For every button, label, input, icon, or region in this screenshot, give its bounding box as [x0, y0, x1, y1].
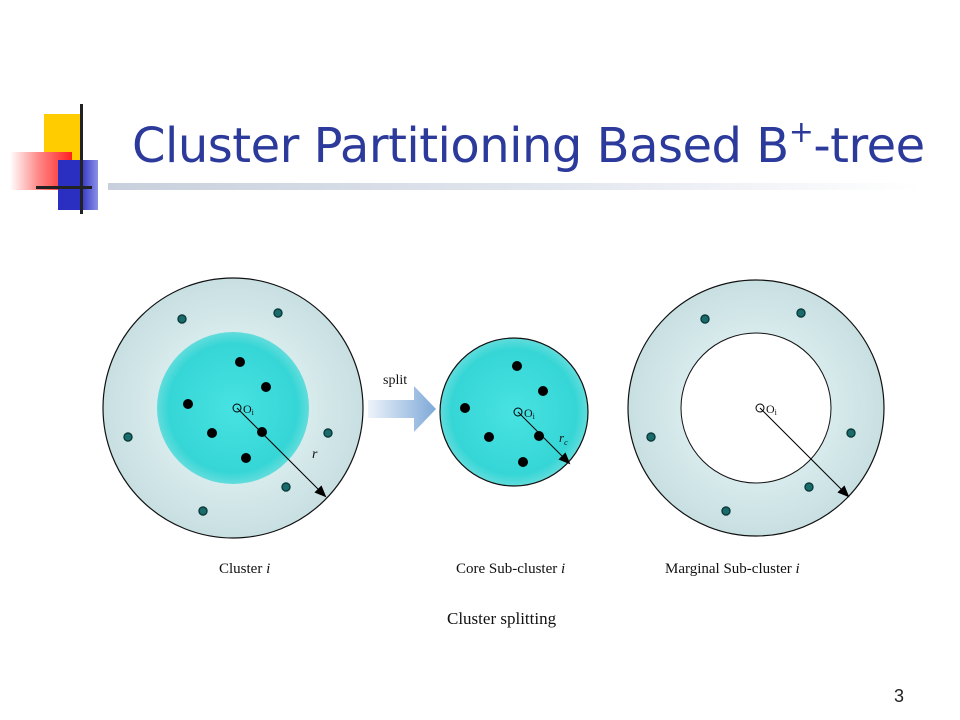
marginal-point — [721, 506, 731, 516]
core-point — [235, 357, 245, 367]
logo-blue-square — [58, 160, 98, 210]
core-point — [518, 457, 528, 467]
marginal-point — [123, 432, 133, 442]
cluster-i-figure: Oi r Cluster i — [102, 277, 364, 577]
core-point — [534, 431, 544, 441]
marginal-point — [846, 428, 856, 438]
cluster-radius-label: r — [312, 447, 318, 462]
decorative-squares-logo — [10, 104, 140, 222]
slide-number: 3 — [893, 686, 904, 706]
core-point — [460, 403, 470, 413]
core-subcluster-points — [460, 361, 548, 467]
marginal-subcluster-label: Marginal Sub-cluster i — [665, 561, 800, 577]
cluster-center-label: Oi — [243, 402, 255, 417]
logo-horizontal-line — [36, 186, 92, 189]
core-point — [207, 428, 217, 438]
marginal-center-label: Oi — [766, 402, 778, 417]
core-point — [241, 453, 251, 463]
core-radius-arrow — [517, 411, 571, 465]
core-point — [183, 399, 193, 409]
marginal-point — [323, 428, 333, 438]
split-arrow: split — [368, 373, 436, 432]
marginal-radius-arrow — [759, 407, 850, 498]
marginal-subcluster-points — [646, 308, 856, 516]
marginal-point — [273, 308, 283, 318]
title-underline — [108, 183, 920, 190]
core-point — [538, 386, 548, 396]
cluster-label: Cluster i — [219, 561, 270, 577]
title-superscript: + — [788, 115, 814, 150]
marginal-point — [796, 308, 806, 318]
logo-vertical-line — [80, 104, 83, 214]
split-label: split — [383, 373, 407, 388]
title-main: Cluster Partitioning Based B — [132, 118, 789, 174]
cluster-center-marker — [232, 403, 242, 413]
core-radius-label: rc — [559, 430, 568, 447]
marginal-point — [198, 506, 208, 516]
marginal-subcluster-figure: Oi Marginal Sub-cluster i — [627, 279, 885, 577]
core-point — [257, 427, 267, 437]
core-subcluster-figure: Oi rc Core Sub-cluster i — [439, 337, 589, 577]
core-center-marker — [513, 407, 523, 417]
marginal-point — [646, 432, 656, 442]
marginal-point — [700, 314, 710, 324]
core-center-label: Oi — [524, 406, 536, 421]
slide-title: Cluster Partitioning Based B+-tree — [132, 115, 925, 175]
cluster-radius-arrow — [236, 407, 327, 498]
marginal-center-marker — [755, 403, 765, 413]
marginal-point — [177, 314, 187, 324]
marginal-point — [281, 482, 291, 492]
diagram-caption: Cluster splitting — [447, 609, 557, 628]
core-point — [261, 382, 271, 392]
title-tail: -tree — [813, 118, 925, 174]
split-arrow-shape — [368, 386, 436, 432]
cluster-points — [123, 308, 333, 516]
marginal-point — [804, 482, 814, 492]
core-subcluster-label: Core Sub-cluster i — [456, 561, 565, 577]
core-point — [512, 361, 522, 371]
core-point — [484, 432, 494, 442]
